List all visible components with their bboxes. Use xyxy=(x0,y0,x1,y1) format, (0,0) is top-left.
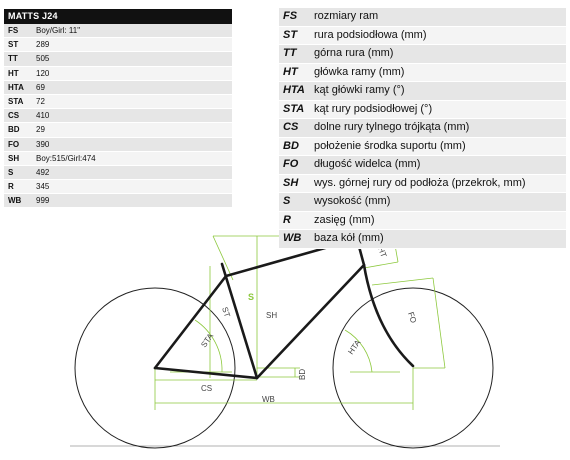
legend-description: rura podsiodłowa (mm) xyxy=(314,28,427,41)
spec-value: 492 xyxy=(36,167,50,177)
spec-row-tt: TT 505 xyxy=(4,52,232,67)
legend-description: kąt główki ramy (°) xyxy=(314,84,405,96)
legend-code: HT xyxy=(283,65,298,78)
spec-row-sta: STA 72 xyxy=(4,94,232,110)
legend-description: długość widelca (mm) xyxy=(314,158,421,170)
rear-wheel xyxy=(74,287,236,449)
spec-row-hta: HTA 69 xyxy=(4,80,232,95)
label-sh: SH xyxy=(266,311,277,320)
spec-code: HTA xyxy=(8,82,24,92)
spec-table-title: MATTS J24 xyxy=(4,9,232,24)
spec-code: FO xyxy=(8,139,20,149)
spec-value: Boy/Girl: 11" xyxy=(36,26,81,35)
spec-row-st: ST 289 xyxy=(4,38,232,53)
legend-code: FS xyxy=(283,10,298,22)
legend-row-hta: HTA kąt główki ramy (°) xyxy=(279,82,566,101)
legend-description: rozmiary ram xyxy=(314,10,379,22)
spec-value: 390 xyxy=(36,139,50,149)
legend-code: TT xyxy=(283,47,297,59)
legend-code: BD xyxy=(283,139,299,152)
label-sta: STA xyxy=(199,331,215,349)
spec-code: S xyxy=(8,167,14,177)
legend-description: dolne rury tylnego trójkąta (mm) xyxy=(314,121,470,133)
spec-value: 345 xyxy=(36,182,50,192)
label-st: ST xyxy=(220,306,232,319)
legend-code: WB xyxy=(283,232,302,244)
label-ht: HT xyxy=(376,246,388,259)
legend-code: S xyxy=(283,195,291,207)
spec-code: R xyxy=(8,182,14,192)
legend-row-wb: WB baza kół (mm) xyxy=(279,230,566,249)
legend-row-st: ST rura podsiodłowa (mm) xyxy=(279,26,566,45)
legend-description: wys. górnej rury od podłoża (przekrok, m… xyxy=(314,176,526,189)
legend-code: R xyxy=(283,213,291,226)
legend-code: ST xyxy=(283,28,298,41)
front-wheel xyxy=(332,287,494,449)
spec-row-bd: BD 29 xyxy=(4,123,232,138)
dimension-lines xyxy=(154,227,446,410)
spec-value: 410 xyxy=(36,111,50,121)
spec-row-r: R 345 xyxy=(4,180,232,195)
spec-code: FS xyxy=(8,26,19,35)
label-bd: BD xyxy=(298,369,307,380)
spec-row-s: S 492 xyxy=(4,165,232,181)
bike-frame xyxy=(153,237,415,380)
spec-value: 289 xyxy=(36,40,50,50)
legend-code: CS xyxy=(283,121,299,133)
legend-description: zasięg (mm) xyxy=(314,213,375,226)
legend-description: położenie środka suportu (mm) xyxy=(314,139,466,152)
label-wb: WB xyxy=(262,395,275,404)
legend-code: FO xyxy=(283,158,299,170)
spec-code: CS xyxy=(8,111,20,121)
legend-row-bd: BD położenie środka suportu (mm) xyxy=(279,137,566,156)
spec-row-ht: HT 120 xyxy=(4,66,232,81)
label-cs: CS xyxy=(201,384,212,393)
spec-code: TT xyxy=(8,54,18,64)
spec-value: Boy:515/Girl:474 xyxy=(36,153,96,163)
spec-code: ST xyxy=(8,40,19,50)
spec-value: 505 xyxy=(36,54,50,64)
label-hta: HTA xyxy=(346,338,363,356)
legend-description: główka ramy (mm) xyxy=(314,65,405,78)
legend-row-cs: CS dolne rury tylnego trójkąta (mm) xyxy=(279,119,566,138)
spec-row-cs: CS 410 xyxy=(4,109,232,124)
legend-row-ht: HT główka ramy (mm) xyxy=(279,63,566,82)
legend-row-sh: SH wys. górnej rury od podłoża (przekrok,… xyxy=(279,174,566,193)
label-fo: FO xyxy=(406,311,418,324)
spec-row-fo: FO 390 xyxy=(4,137,232,152)
legend-row-fo: FO długość widelca (mm) xyxy=(279,156,566,175)
spec-value: 29 xyxy=(36,125,45,135)
spec-value: 999 xyxy=(36,196,50,206)
spec-code: WB xyxy=(8,196,22,206)
spec-row-fs: FS Boy/Girl: 11" xyxy=(4,24,232,39)
spec-code: HT xyxy=(8,68,19,78)
spec-value: 69 xyxy=(36,82,45,92)
legend-description: baza kół (mm) xyxy=(314,232,384,244)
legend-description: wysokość (mm) xyxy=(314,195,391,207)
spec-value: 72 xyxy=(36,96,45,106)
legend-code: STA xyxy=(283,102,305,115)
label-s: S xyxy=(248,292,254,302)
legend-row-sta: STA kąt rury podsiodłowej (°) xyxy=(279,100,566,119)
legend-code: HTA xyxy=(283,84,305,96)
legend-row-tt: TT górna rura (mm) xyxy=(279,45,566,64)
spec-row-wb: WB 999 xyxy=(4,194,232,209)
legend-code: SH xyxy=(283,176,299,189)
legend-description: górna rura (mm) xyxy=(314,47,394,59)
legend-row-fs: FS rozmiary ram xyxy=(279,8,566,27)
spec-code: BD xyxy=(8,125,20,135)
spec-code: STA xyxy=(8,96,24,106)
spec-value: 120 xyxy=(36,68,50,78)
legend-description: kąt rury podsiodłowej (°) xyxy=(314,102,433,115)
spec-code: SH xyxy=(8,153,20,163)
spec-row-sh: SH Boy:515/Girl:474 xyxy=(4,151,232,166)
